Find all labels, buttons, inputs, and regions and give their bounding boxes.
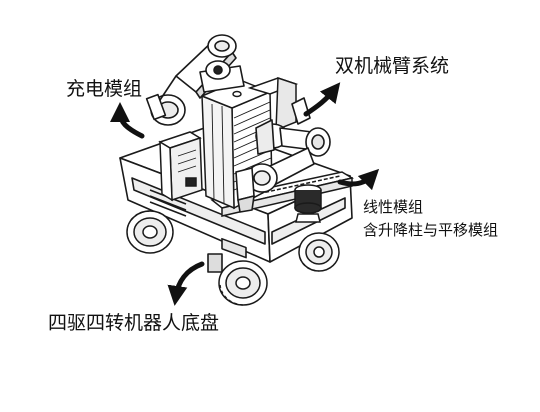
wheel-rear-left <box>126 210 174 254</box>
lidar-sensor <box>294 184 322 223</box>
wheel-front-left <box>218 260 268 306</box>
right-robot-arm <box>235 97 331 213</box>
arrow-dual-arm-system <box>303 82 341 117</box>
arrow-linear-module <box>337 168 380 191</box>
label-dual-arm-system: 双机械臂系统 <box>335 55 450 77</box>
arrow-chassis <box>167 261 205 306</box>
callout-arrows <box>110 82 380 306</box>
label-linear-module: 线性模组 <box>363 198 424 216</box>
left-robot-arm <box>145 34 245 126</box>
label-charging-module: 充电模组 <box>66 78 143 100</box>
label-lift-and-translation: 含升降柱与平移模组 <box>363 221 499 239</box>
charging-module <box>158 131 203 202</box>
wheel-front-right <box>298 232 340 272</box>
label-chassis: 四驱四转机器人底盘 <box>48 312 220 334</box>
arrow-charging-module <box>110 102 145 139</box>
